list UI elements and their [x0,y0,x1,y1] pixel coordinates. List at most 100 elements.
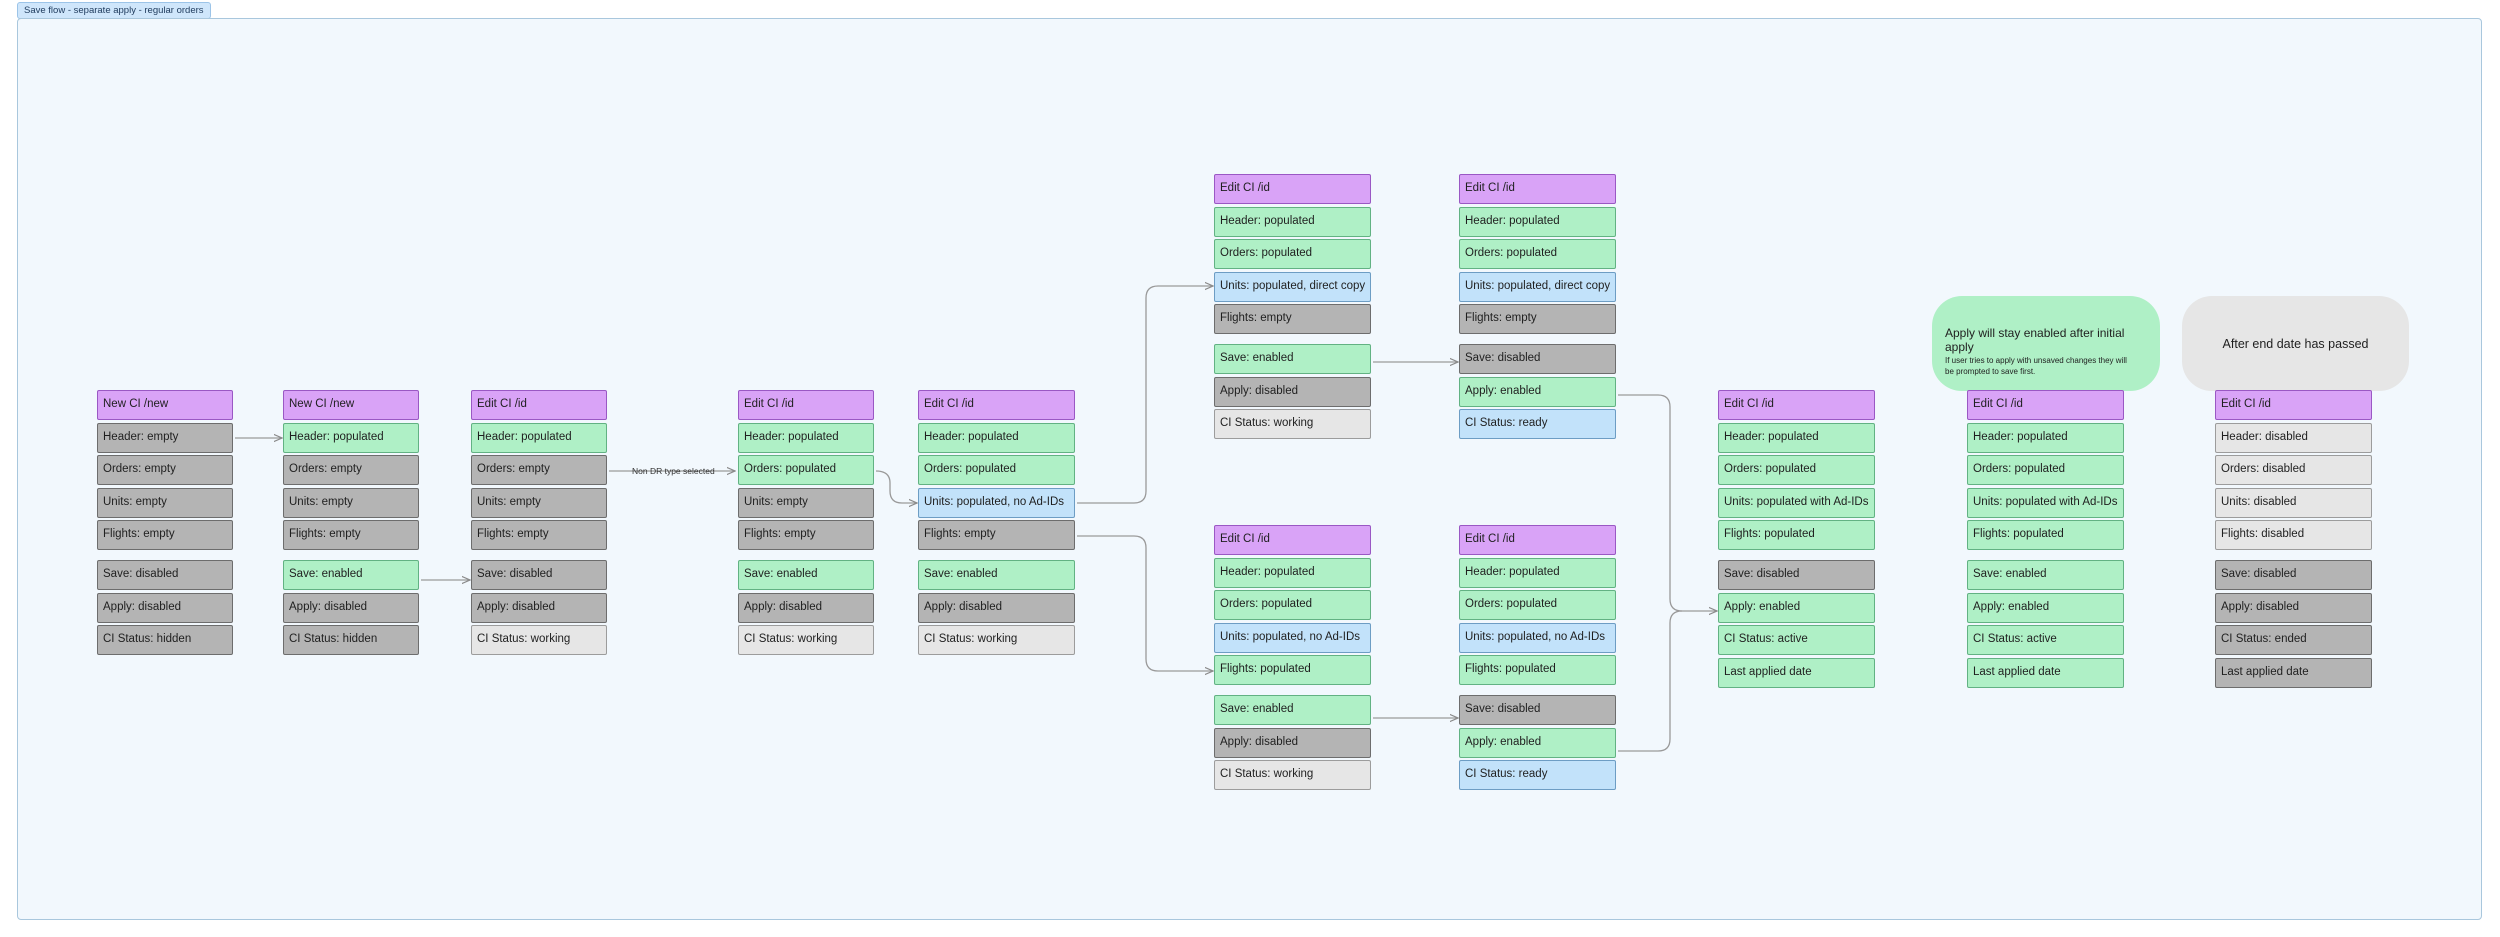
state-cell-orders-populated[interactable]: Orders: populated [738,455,874,485]
state-cell-orders-populated[interactable]: Orders: populated [1214,239,1371,269]
state-cell-save-disabled[interactable]: Save: disabled [1459,695,1616,725]
state-cell-apply-disabled[interactable]: Apply: disabled [97,592,233,623]
state-cell-ci-status-hidden[interactable]: CI Status: hidden [97,625,233,655]
state-cell-last-applied-date[interactable]: Last applied date [1967,657,2124,688]
state-cell-units-populated-no-ad-ids[interactable]: Units: populated, no Ad-IDs [1459,622,1616,653]
state-cell-flights-populated[interactable]: Flights: populated [1718,520,1875,550]
state-cell-flights-populated[interactable]: Flights: populated [1459,655,1616,685]
state-cell-save-disabled[interactable]: Save: disabled [1718,560,1875,590]
state-cell-save-enabled[interactable]: Save: enabled [1214,695,1371,725]
state-cell-orders-empty[interactable]: Orders: empty [471,455,607,485]
state-cell-ci-status-working[interactable]: CI Status: working [1214,760,1371,790]
state-cell-units-empty[interactable]: Units: empty [471,487,607,518]
state-cell-header-populated[interactable]: Header: populated [283,422,419,453]
state-cell-ci-status-working[interactable]: CI Status: working [471,625,607,655]
state-title-edit-ci-id[interactable]: Edit CI /id [738,390,874,420]
state-cell-header-populated[interactable]: Header: populated [1214,206,1371,237]
state-cell-flights-empty[interactable]: Flights: empty [97,520,233,550]
state-cell-units-populated-no-ad-ids[interactable]: Units: populated, no Ad-IDs [918,487,1075,518]
state-cell-orders-populated[interactable]: Orders: populated [1967,455,2124,485]
state-cell-header-empty[interactable]: Header: empty [97,422,233,453]
state-cell-flights-empty[interactable]: Flights: empty [1459,304,1616,334]
state-cell-flights-empty[interactable]: Flights: empty [918,520,1075,550]
state-cell-units-populated-with-ad-ids[interactable]: Units: populated with Ad-IDs [1967,487,2124,518]
state-cell-orders-populated[interactable]: Orders: populated [918,455,1075,485]
state-cell-apply-disabled[interactable]: Apply: disabled [2215,592,2372,623]
state-cell-ci-status-hidden[interactable]: CI Status: hidden [283,625,419,655]
state-cell-apply-enabled[interactable]: Apply: enabled [1459,376,1616,407]
state-cell-ci-status-active[interactable]: CI Status: active [1967,625,2124,655]
state-cell-orders-empty[interactable]: Orders: empty [283,455,419,485]
state-cell-apply-disabled[interactable]: Apply: disabled [738,592,874,623]
state-cell-flights-empty[interactable]: Flights: empty [738,520,874,550]
state-cell-header-populated[interactable]: Header: populated [1459,557,1616,588]
state-title-edit-ci-id[interactable]: Edit CI /id [1967,390,2124,420]
state-cell-ci-status-ready[interactable]: CI Status: ready [1459,760,1616,790]
state-cell-flights-empty[interactable]: Flights: empty [471,520,607,550]
state-cell-ci-status-working[interactable]: CI Status: working [738,625,874,655]
state-cell-units-populated-direct-copy[interactable]: Units: populated, direct copy [1214,271,1371,302]
state-cell-ci-status-active[interactable]: CI Status: active [1718,625,1875,655]
state-title-new-ci-new[interactable]: New CI /new [97,390,233,420]
state-cell-apply-enabled[interactable]: Apply: enabled [1718,592,1875,623]
state-cell-orders-populated[interactable]: Orders: populated [1718,455,1875,485]
state-cell-save-enabled[interactable]: Save: enabled [1967,560,2124,590]
state-title-edit-ci-id[interactable]: Edit CI /id [1459,525,1616,555]
state-cell-units-empty[interactable]: Units: empty [283,487,419,518]
state-title-edit-ci-id[interactable]: Edit CI /id [918,390,1075,420]
state-cell-flights-disabled[interactable]: Flights: disabled [2215,520,2372,550]
state-cell-orders-empty[interactable]: Orders: empty [97,455,233,485]
state-cell-header-populated[interactable]: Header: populated [738,422,874,453]
state-cell-orders-populated[interactable]: Orders: populated [1214,590,1371,620]
state-cell-flights-populated[interactable]: Flights: populated [1214,655,1371,685]
state-cell-units-populated-no-ad-ids[interactable]: Units: populated, no Ad-IDs [1214,622,1371,653]
state-cell-orders-disabled[interactable]: Orders: disabled [2215,455,2372,485]
state-cell-apply-enabled[interactable]: Apply: enabled [1967,592,2124,623]
state-cell-save-enabled[interactable]: Save: enabled [283,560,419,590]
state-cell-units-disabled[interactable]: Units: disabled [2215,487,2372,518]
state-cell-apply-disabled[interactable]: Apply: disabled [918,592,1075,623]
state-cell-apply-disabled[interactable]: Apply: disabled [283,592,419,623]
state-cell-last-applied-date[interactable]: Last applied date [1718,657,1875,688]
state-cell-save-disabled[interactable]: Save: disabled [471,560,607,590]
state-cell-apply-enabled[interactable]: Apply: enabled [1459,727,1616,758]
state-title-edit-ci-id[interactable]: Edit CI /id [1214,174,1371,204]
state-title-edit-ci-id[interactable]: Edit CI /id [2215,390,2372,420]
state-cell-save-enabled[interactable]: Save: enabled [1214,344,1371,374]
state-cell-ci-status-working[interactable]: CI Status: working [1214,409,1371,439]
state-cell-header-populated[interactable]: Header: populated [1459,206,1616,237]
state-cell-save-enabled[interactable]: Save: enabled [738,560,874,590]
state-cell-orders-populated[interactable]: Orders: populated [1459,590,1616,620]
state-cell-apply-disabled[interactable]: Apply: disabled [471,592,607,623]
state-cell-ci-status-ready[interactable]: CI Status: ready [1459,409,1616,439]
state-cell-apply-disabled[interactable]: Apply: disabled [1214,376,1371,407]
state-cell-header-populated[interactable]: Header: populated [471,422,607,453]
state-title-edit-ci-id[interactable]: Edit CI /id [471,390,607,420]
state-title-edit-ci-id[interactable]: Edit CI /id [1459,174,1616,204]
state-cell-header-populated[interactable]: Header: populated [1214,557,1371,588]
state-cell-flights-empty[interactable]: Flights: empty [283,520,419,550]
state-cell-header-populated[interactable]: Header: populated [1718,422,1875,453]
state-cell-ci-status-ended[interactable]: CI Status: ended [2215,625,2372,655]
state-cell-last-applied-date[interactable]: Last applied date [2215,657,2372,688]
state-cell-save-disabled[interactable]: Save: disabled [1459,344,1616,374]
state-cell-save-enabled[interactable]: Save: enabled [918,560,1075,590]
state-title-new-ci-new[interactable]: New CI /new [283,390,419,420]
state-cell-save-disabled[interactable]: Save: disabled [2215,560,2372,590]
state-cell-units-populated-direct-copy[interactable]: Units: populated, direct copy [1459,271,1616,302]
state-cell-flights-populated[interactable]: Flights: populated [1967,520,2124,550]
state-cell-apply-disabled[interactable]: Apply: disabled [1214,727,1371,758]
state-cell-save-disabled[interactable]: Save: disabled [97,560,233,590]
state-cell-ci-status-working[interactable]: CI Status: working [918,625,1075,655]
state-title-edit-ci-id[interactable]: Edit CI /id [1718,390,1875,420]
state-cell-header-populated[interactable]: Header: populated [918,422,1075,453]
state-cell-units-empty[interactable]: Units: empty [738,487,874,518]
state-title-edit-ci-id[interactable]: Edit CI /id [1214,525,1371,555]
state-cell-header-populated[interactable]: Header: populated [1967,422,2124,453]
state-cell-units-populated-with-ad-ids[interactable]: Units: populated with Ad-IDs [1718,487,1875,518]
state-cell-orders-populated[interactable]: Orders: populated [1459,239,1616,269]
state-cell-units-empty[interactable]: Units: empty [97,487,233,518]
state-cell-flights-empty[interactable]: Flights: empty [1214,304,1371,334]
state-cell-header-disabled[interactable]: Header: disabled [2215,422,2372,453]
